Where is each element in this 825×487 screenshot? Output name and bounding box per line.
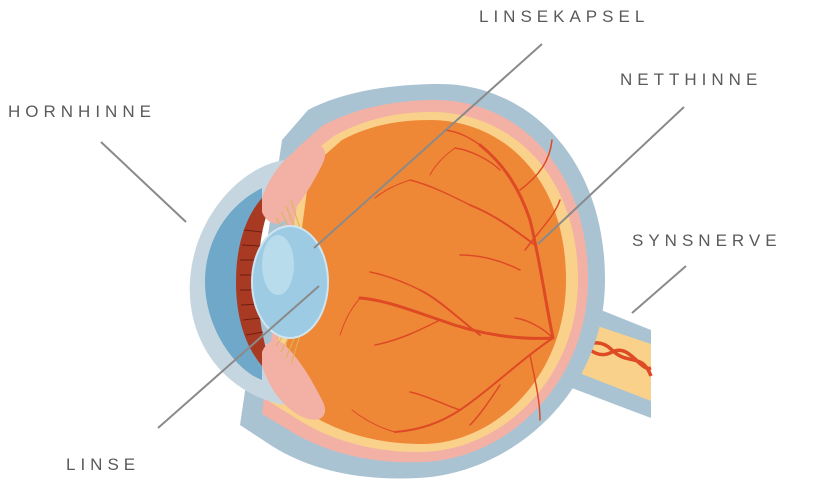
label-synsnerve: SYNSNERVE xyxy=(632,232,782,249)
pointer-hornhinne xyxy=(101,142,186,222)
lens-highlight xyxy=(262,235,294,295)
label-linsekapsel: LINSEKAPSEL xyxy=(479,8,649,25)
label-netthinne: NETTHINNE xyxy=(620,71,762,88)
label-hornhinne: HORNHINNE xyxy=(8,103,156,120)
pointer-synsnerve xyxy=(632,266,686,313)
label-linse: LINSE xyxy=(66,456,140,473)
